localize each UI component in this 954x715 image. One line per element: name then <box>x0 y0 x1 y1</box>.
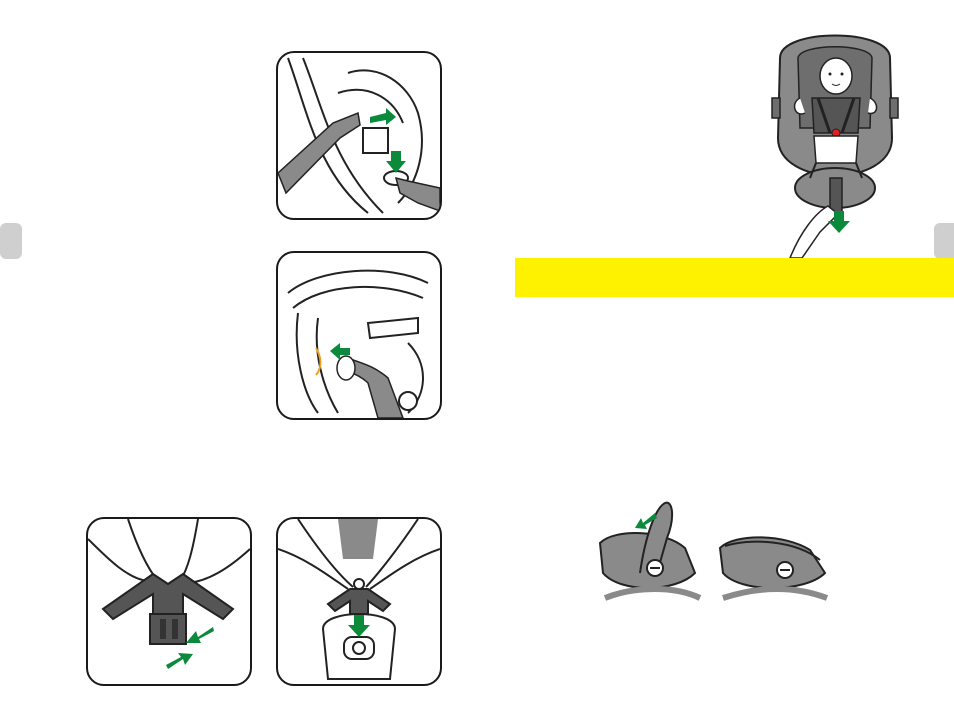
carry-handle-fold-icon <box>598 501 829 601</box>
left-page-tab <box>0 223 22 259</box>
step-buckle-squeeze-panel <box>86 517 252 686</box>
step-harness-release-panel <box>276 51 442 220</box>
hand-press-release-icon <box>278 57 440 214</box>
handle-fold-figure <box>595 498 835 608</box>
buckle-squeeze-icon <box>88 519 250 669</box>
highlight-band <box>515 258 954 297</box>
step-buckle-insert-panel <box>276 517 442 686</box>
hand-adjust-side-icon <box>287 269 429 418</box>
buckle-insert-icon <box>278 519 440 680</box>
baby-car-seat-icon <box>771 34 899 258</box>
step-side-adjust-panel <box>276 251 442 420</box>
right-page-tab <box>934 223 954 259</box>
baby-in-seat-figure <box>770 18 900 258</box>
